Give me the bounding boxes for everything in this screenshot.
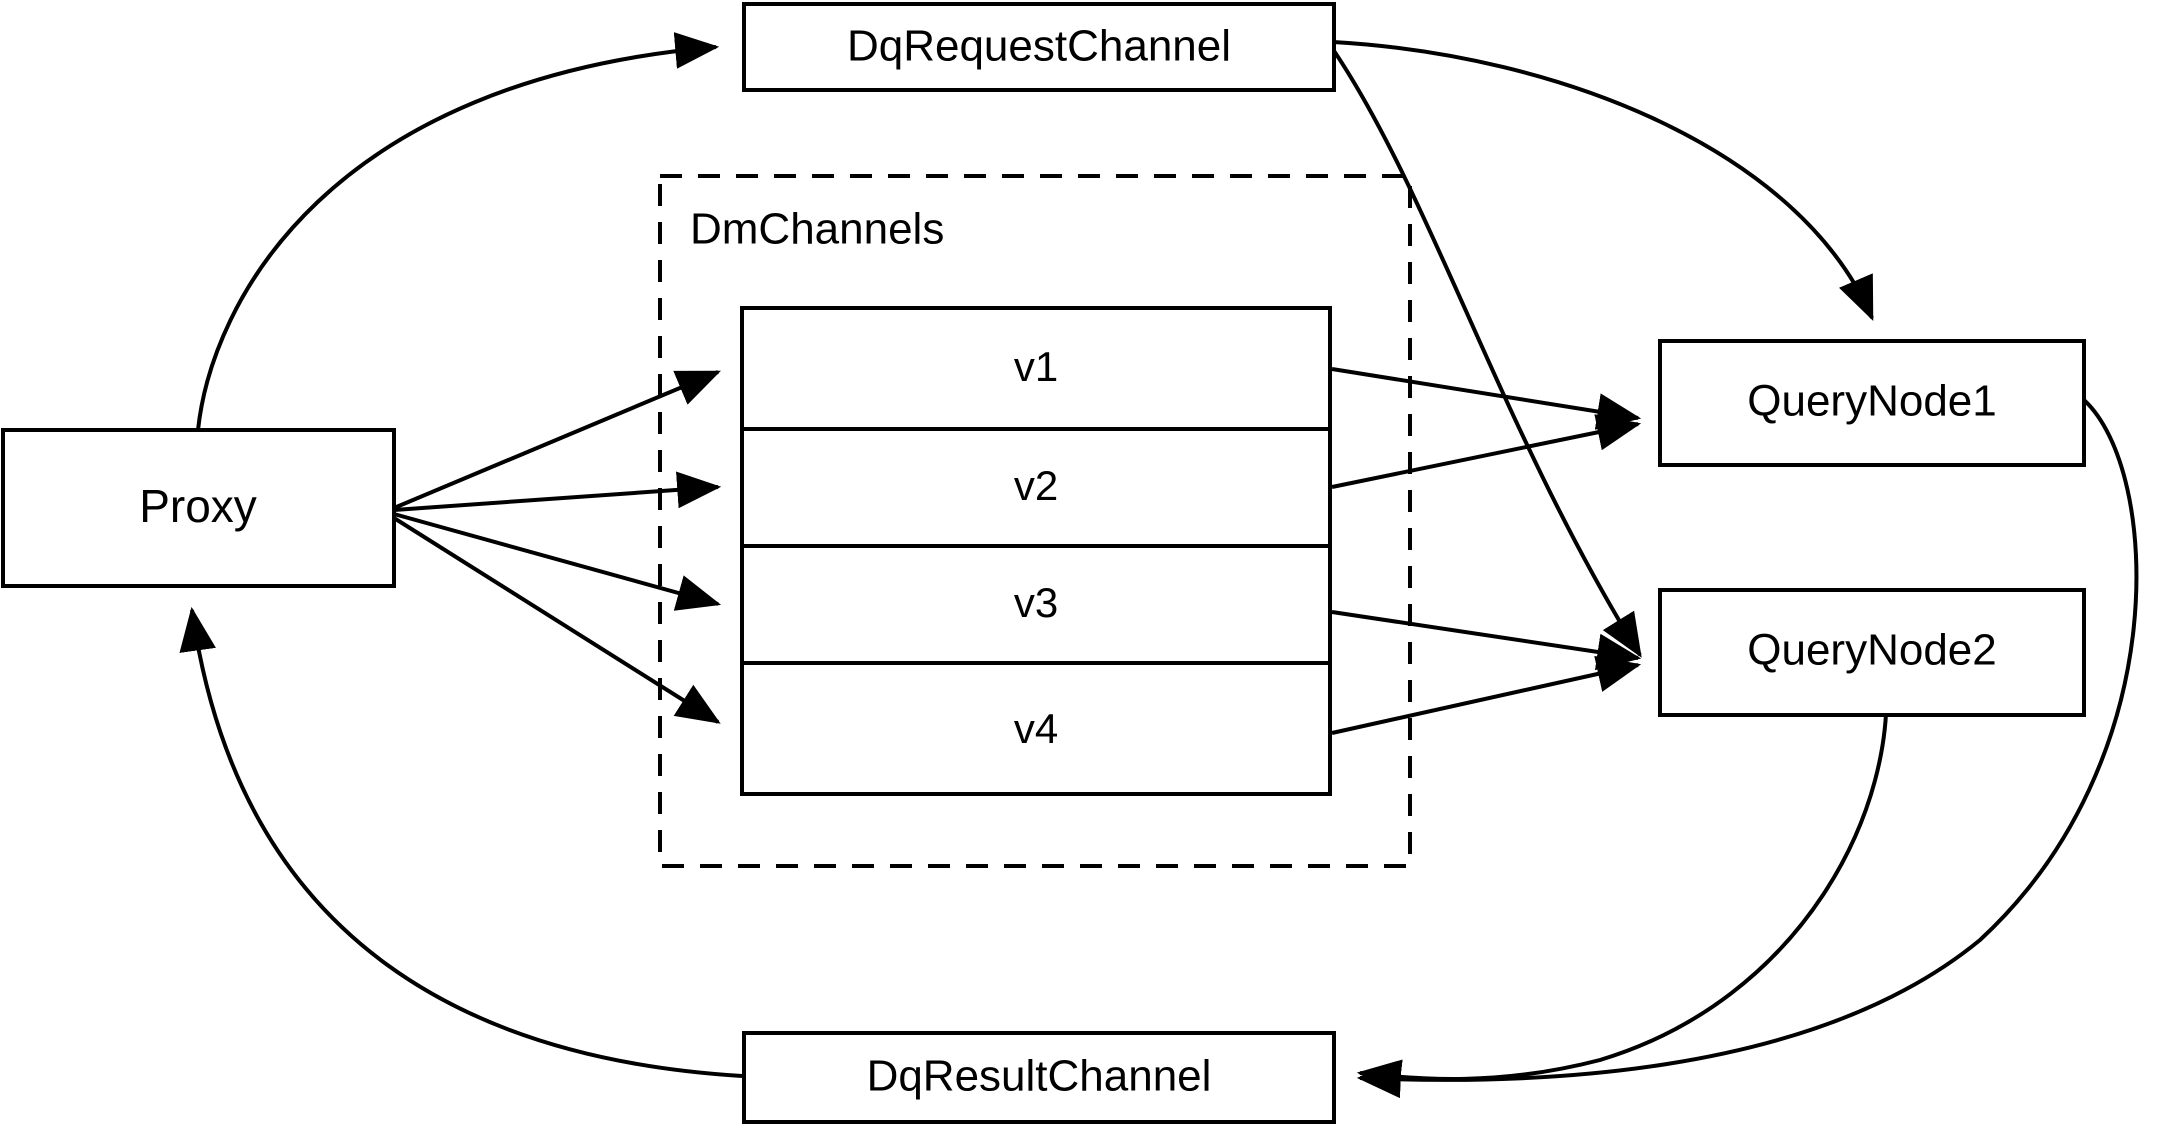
node-dq-result-channel-label: DqResultChannel [867, 1052, 1212, 1101]
node-query-node-1-label: QueryNode1 [1747, 377, 1996, 426]
edge-proxy-to-v1 [393, 370, 721, 510]
edge-dqrequestchannel-to-querynode1 [1332, 40, 1874, 321]
node-dq-result-channel[interactable] [742, 1031, 1336, 1124]
channel-row-v3[interactable]: v3 [1014, 579, 1058, 626]
node-query-node-1[interactable] [1658, 339, 2086, 467]
edge-v3-to-querynode2 [1331, 610, 1642, 671]
edge-dqrequestchannel-to-querynode2 [1328, 43, 1642, 658]
edge-v4-to-querynode2 [1331, 655, 1642, 735]
dm-channels-group-label: DmChannels [690, 205, 944, 254]
node-dq-request-channel[interactable] [742, 2, 1336, 92]
node-query-node-2[interactable] [1658, 588, 2086, 717]
edge-querynode2-to-dqresultchannel [1356, 667, 1889, 1097]
node-dq-request-channel-label: DqRequestChannel [847, 22, 1231, 71]
edge-proxy-to-v2 [393, 471, 722, 512]
channel-row-v2[interactable]: v2 [1014, 462, 1058, 509]
dm-channels-table [740, 306, 1332, 796]
channel-row-v4[interactable]: v4 [1014, 705, 1058, 752]
edge-querynode1-to-dqresultchannel [1356, 398, 2139, 1099]
node-proxy[interactable] [1, 428, 396, 588]
edge-dqresultchannel-to-proxy [179, 606, 743, 1078]
edge-v2-to-querynode1 [1331, 414, 1642, 489]
edge-proxy-to-v4 [392, 516, 721, 724]
channel-row-v1[interactable]: v1 [1014, 343, 1058, 390]
edge-proxy-to-dqrequestchannel [196, 32, 720, 431]
node-query-node-2-label: QueryNode2 [1747, 626, 1996, 675]
edge-proxy-to-v3 [393, 512, 722, 611]
edge-v1-to-querynode1 [1331, 367, 1642, 430]
node-proxy-label: Proxy [139, 480, 257, 532]
